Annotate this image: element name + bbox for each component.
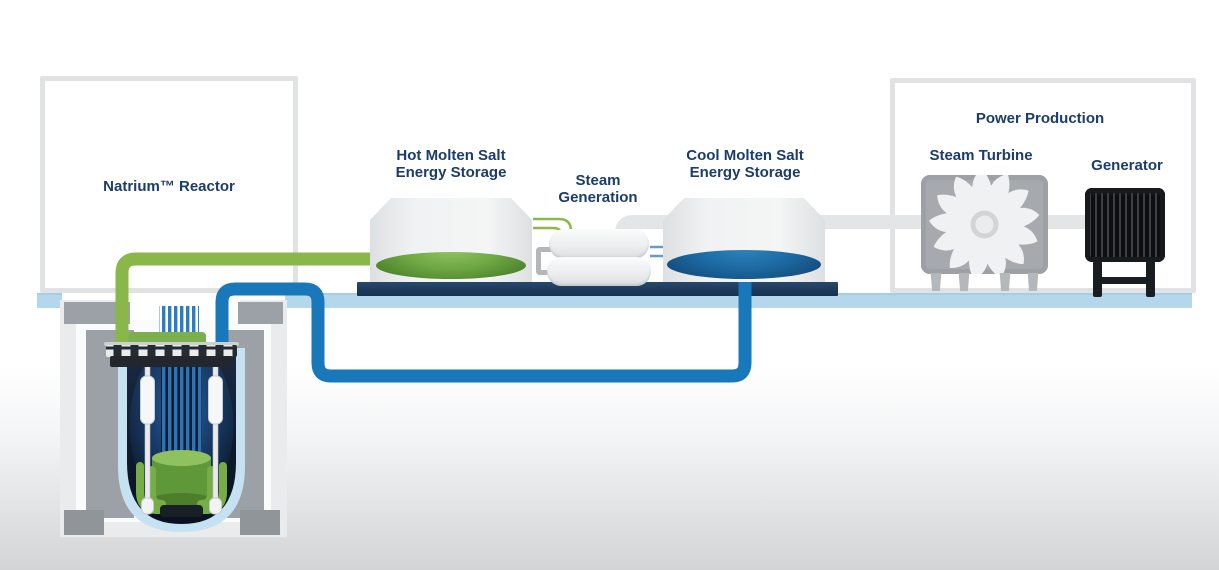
reactor-vessel: [118, 306, 245, 532]
generator-label: Generator: [1091, 157, 1163, 174]
cool-storage-label-line1: Cool Molten Salt: [686, 147, 804, 164]
cool-salt-level-disk: [667, 250, 821, 279]
hot-salt-level-disk: [376, 252, 526, 279]
containment-pit: [60, 298, 287, 537]
generator-unit: [1085, 188, 1165, 262]
turbine-fan-icon: [928, 175, 1040, 274]
generator-crossbar: [1093, 277, 1155, 284]
hot-storage-label-line2: Energy Storage: [395, 164, 507, 181]
cool-storage-label-line2: Energy Storage: [689, 164, 801, 181]
reactor-vessel-head: [104, 342, 239, 367]
turbine-foot: [999, 273, 1011, 291]
steam-generation-label-line1: Steam: [575, 172, 621, 189]
steam-generation-label-line2: Generation: [558, 189, 638, 206]
turbine-foot: [930, 273, 942, 291]
ground-line-left: [37, 293, 62, 308]
power-production-label: Power Production: [975, 110, 1105, 127]
control-rod-drives: [140, 357, 223, 515]
turbine-foot: [1027, 273, 1039, 291]
hot-storage-label-line1: Hot Molten Salt: [396, 147, 506, 164]
cool-storage-label: Cool Molten Salt Energy Storage: [686, 147, 804, 181]
steam-turbine-label: Steam Turbine: [929, 147, 1033, 164]
natrium-reactor-label: Natrium™ Reactor: [103, 178, 235, 195]
steam-turbine-unit: [921, 175, 1048, 274]
steam-generation-label: Steam Generation: [558, 172, 637, 206]
steam-generator-upper-drum: [549, 229, 649, 259]
hot-storage-label: Hot Molten Salt Energy Storage: [396, 147, 507, 181]
turbine-foot: [958, 273, 970, 291]
steam-generator-lower-drum: [547, 257, 651, 286]
